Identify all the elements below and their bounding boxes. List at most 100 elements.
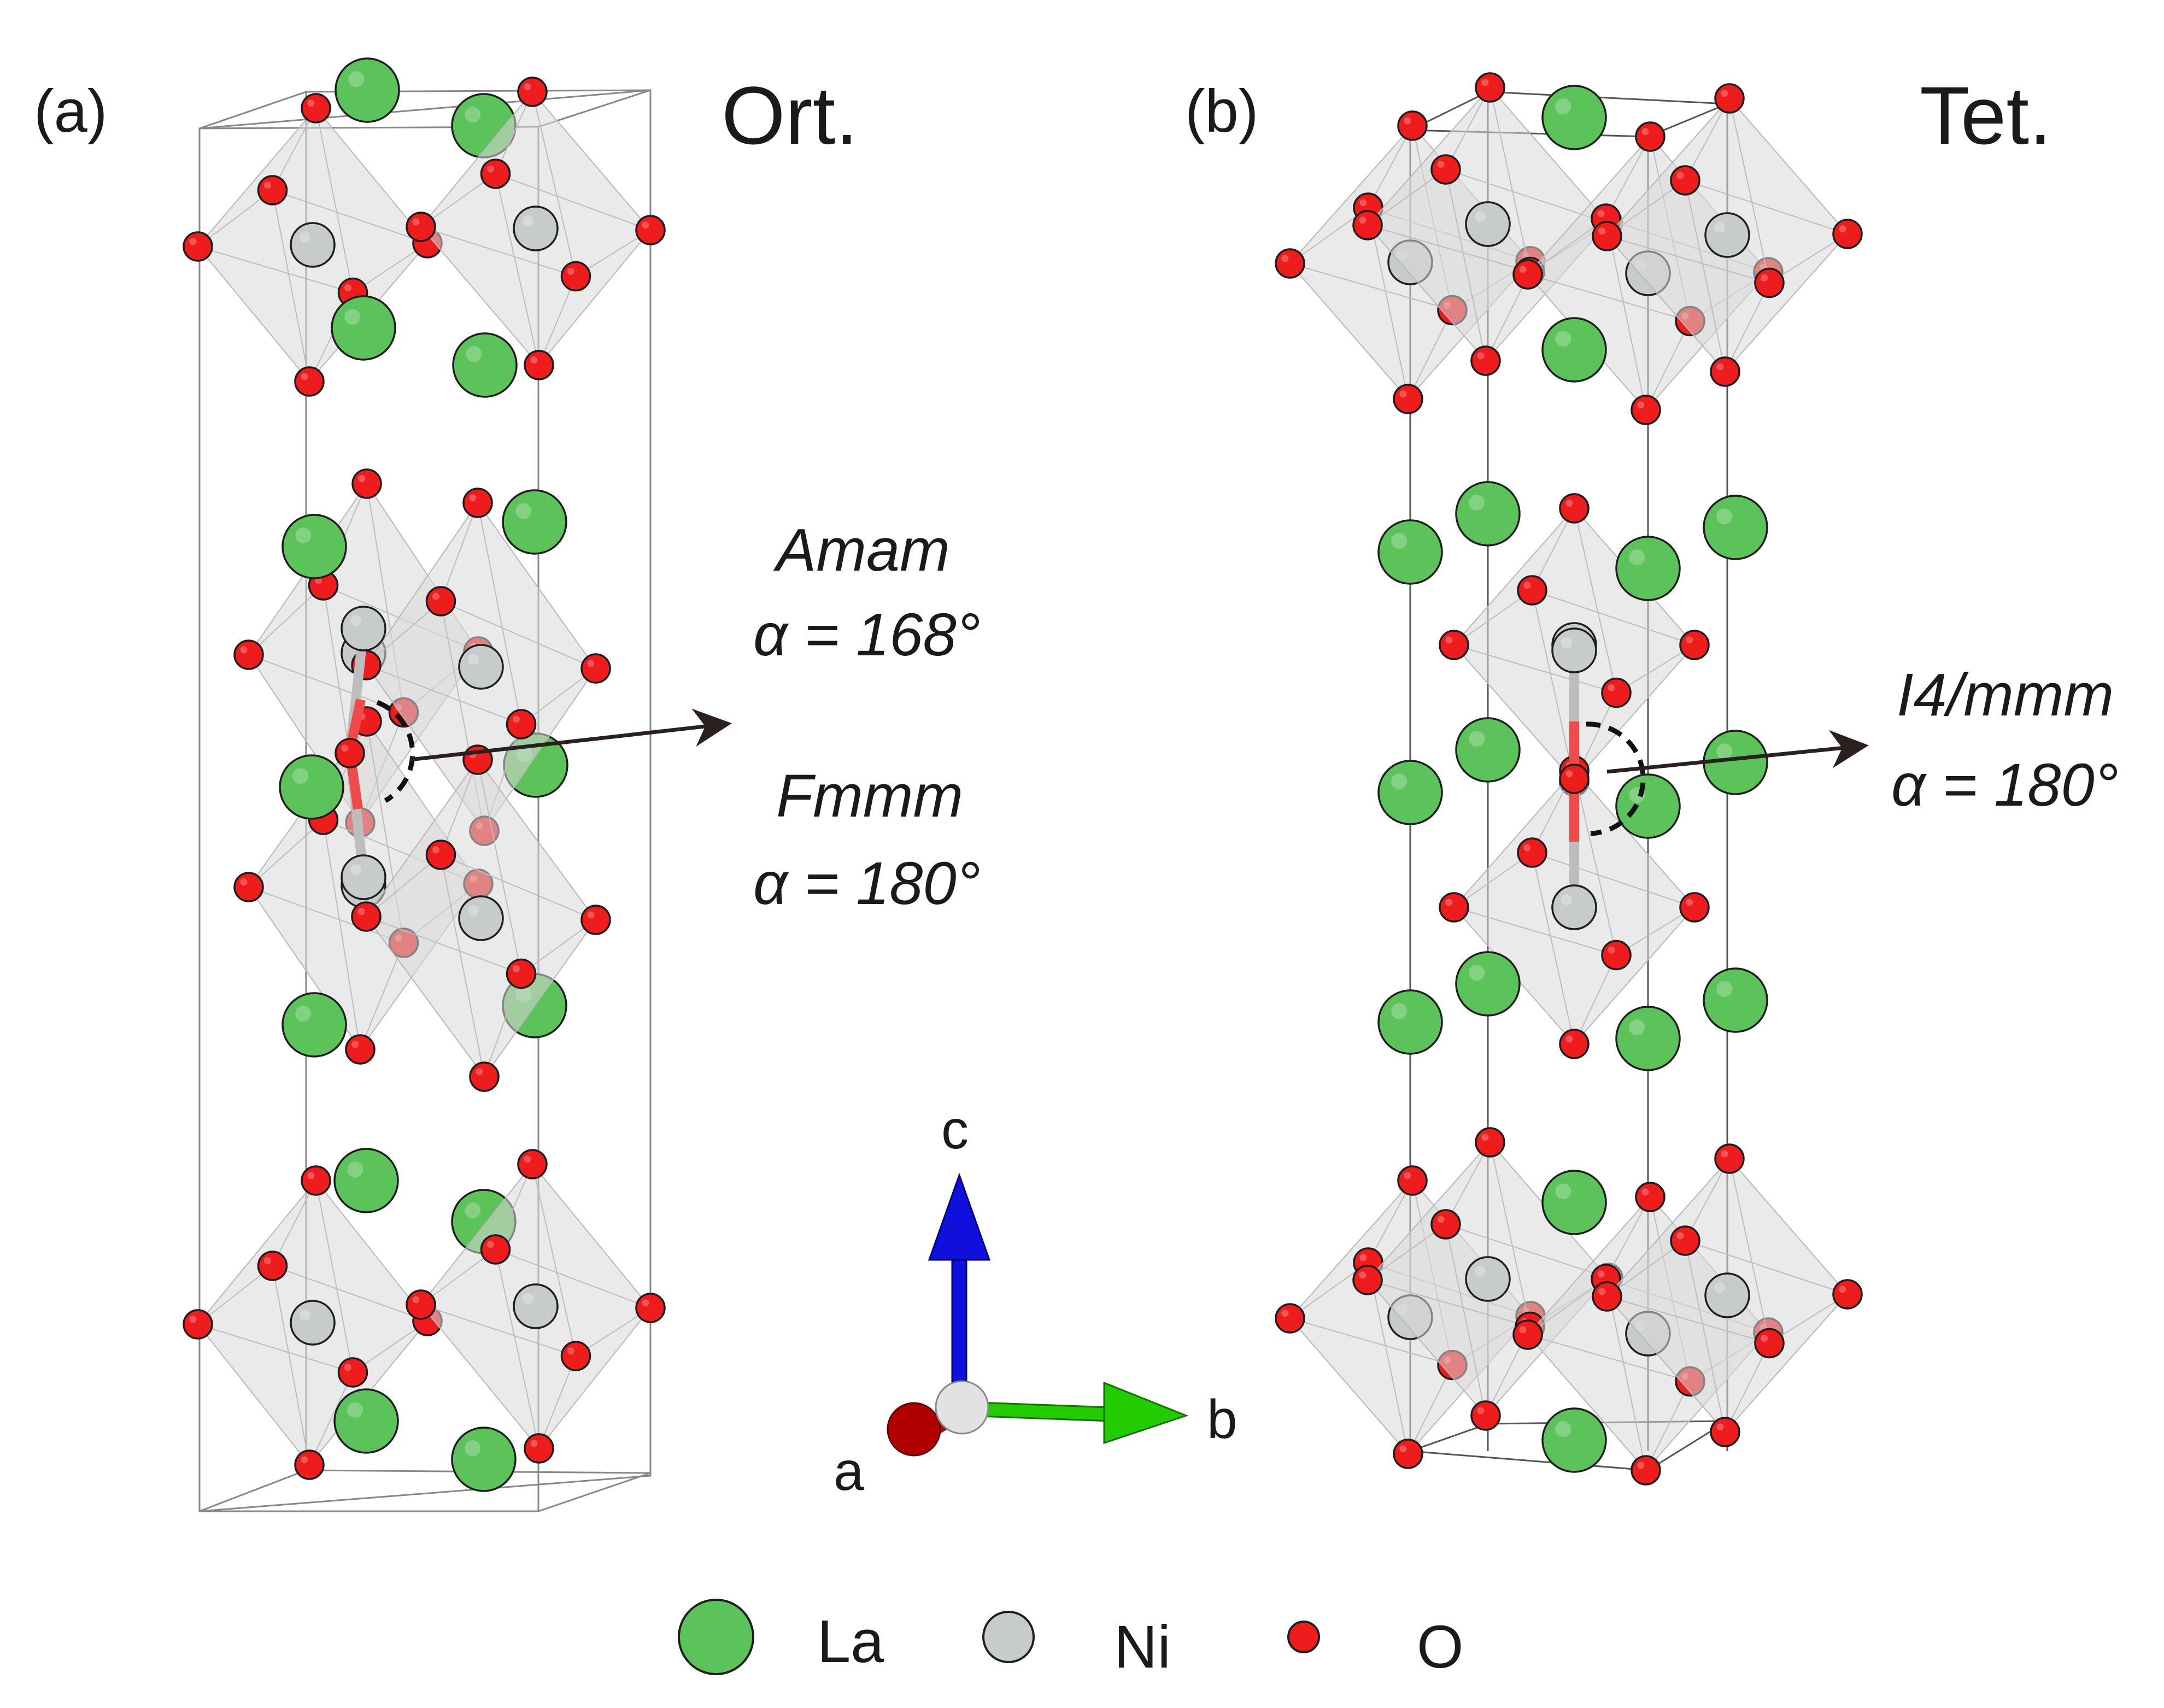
octahedron-edge [1445,1142,1491,1225]
octahedron-edge [1606,236,1770,284]
o-atom [257,175,288,206]
atom-highlight [240,646,248,654]
atom-highlight [1555,1421,1571,1437]
octahedron-edge [532,91,577,277]
atom-highlight [1716,1423,1724,1431]
o-atom [1439,892,1469,923]
octahedron-edge [1408,1365,1453,1454]
octahedron-edge [1367,169,1446,226]
atom-highlight [1469,965,1485,981]
octahedron-edge [1616,644,1695,694]
octahedron-edge [1489,87,1530,272]
atom-highlight [358,475,366,483]
octahedron-edge [197,1265,273,1325]
crystal-axes-triad [887,1172,1189,1457]
octahedron-edge [1367,1224,1446,1281]
atom-highlight [524,1155,531,1163]
atom-highlight [1597,1270,1605,1278]
o-atom [1559,764,1590,794]
octahedron-edge [520,668,596,725]
phase-ort-label: Ort. [722,69,858,161]
o-atom [257,1251,288,1281]
atom-highlight [1565,770,1573,778]
octahedron-edge [1685,1158,1730,1241]
octahedron-edge [272,1180,316,1266]
la-atom [333,1148,399,1213]
octahedron-edge [440,759,478,855]
la-atom [1703,967,1768,1033]
octahedron-edge [1527,218,1606,275]
octahedron-edge [1453,907,1617,956]
atom-highlight [1608,946,1615,954]
octahedron-edge [1368,1262,1409,1454]
atom-highlight [567,267,574,275]
la-atom [1541,1407,1607,1473]
octahedron-edge [1527,1278,1606,1335]
legend-o-label: O [1417,1613,1464,1681]
ni-atom [290,1300,336,1346]
atom-highlight [1519,1326,1527,1334]
atom-highlight [344,284,351,291]
atom-highlight [1676,1232,1684,1240]
octahedron-edge [1367,225,1530,273]
atom-highlight [1555,331,1571,347]
tetragonal-unit-cell [1275,72,1863,1486]
orthorhombic-unit-cell [183,57,666,1512]
atom-highlight [1629,1019,1645,1036]
atom-highlight [469,494,477,502]
atom-highlight [1469,731,1485,747]
atom-highlight [1281,1310,1289,1317]
o-atom [1635,1182,1665,1212]
o-atom [1512,259,1543,290]
ni-atom [1465,1256,1511,1302]
o-atom [1592,221,1622,251]
atom-highlight [1598,1288,1606,1295]
o-atom [1832,219,1863,249]
atom-highlight [523,215,533,226]
atom-highlight [642,221,649,229]
la-atom [1455,481,1521,547]
octahedron-edge [248,887,404,943]
axis-b-label: b [1207,1389,1238,1450]
octahedron-edge [1453,590,1533,645]
octahedron-edge [420,1304,576,1357]
octahedron-edge [1445,1224,1486,1416]
atom-highlight [1714,222,1725,233]
o-atom [1670,1225,1700,1256]
o-atom [517,77,548,107]
o-atom [1832,1279,1863,1310]
atom-highlight [292,768,309,784]
atom-highlight [301,1456,308,1464]
atom-highlight [240,878,248,886]
a-axis-head [887,1402,941,1457]
o-atom [506,709,537,739]
atom-highlight [1391,1003,1408,1019]
amam-label: Amam [776,516,950,584]
o-atom [1714,83,1745,114]
fmmm-label: Fmmm [776,762,964,830]
ni-atom [341,606,386,651]
atom-highlight [347,1402,363,1418]
o-atom [406,1289,436,1320]
bond-angle-annotations [376,700,1869,836]
atom-highlight [524,83,531,91]
atom-highlight [1437,161,1445,168]
atom-highlight [466,346,482,362]
o-atom [1754,1328,1785,1359]
atom-highlight [189,1316,197,1323]
octahedron-edge [360,942,404,1050]
o-atom [1512,1319,1543,1350]
o-atom [1439,630,1469,660]
pointer-arrow-b [1606,730,1869,774]
atom-highlight [341,744,349,752]
o-atom [1475,1127,1505,1158]
la-atom [1615,536,1681,601]
ni-atom [1551,627,1597,673]
atom-highlight [301,373,308,380]
octahedron-edge [538,276,577,366]
o-atom [301,1165,331,1196]
la-atom [1455,951,1521,1017]
la-atom [333,1388,399,1454]
la-atom [282,992,347,1058]
o-atom [1397,1165,1428,1196]
